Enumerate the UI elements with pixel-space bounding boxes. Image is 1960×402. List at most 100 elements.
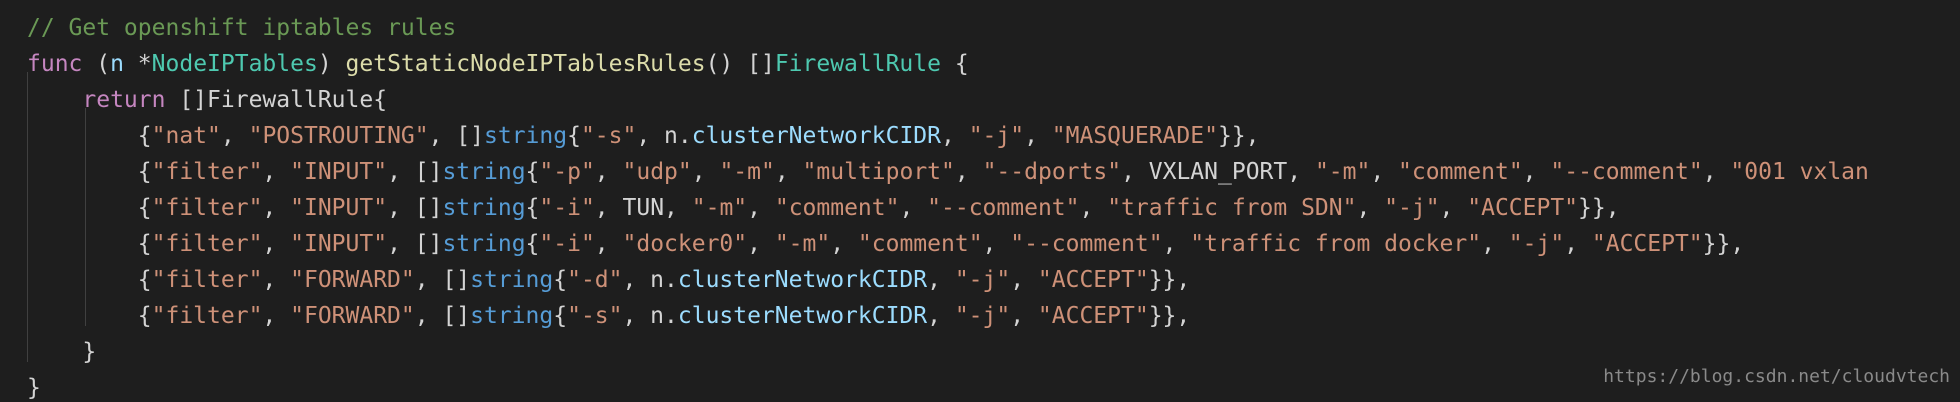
token-string: "-j" [1508,231,1565,257]
token-type: FirewallRule [774,51,941,77]
token-var: clusterNetworkCIDR [677,267,928,293]
token-punct: , [] [387,195,443,221]
token-punct: ( [82,51,111,77]
token-string: "multiport" [802,159,955,185]
token-punct: , [747,231,775,257]
token-punct: , [899,195,928,221]
token-string: "comment" [1398,159,1523,185]
token-string: "-j" [954,303,1011,329]
code-line-6[interactable]: {"filter", "INPUT", []string{"-i", TUN, … [27,190,1620,226]
token-string: "--comment" [1010,231,1163,257]
token-punct: , [262,159,291,185]
indent [27,303,138,329]
token-keyword: func [27,51,83,77]
token-string: "--comment" [927,195,1080,221]
token-string: "-s" [580,123,637,149]
token-string: "MASQUERADE" [1051,123,1218,149]
token-punct: , [1024,123,1052,149]
token-string: "INPUT" [290,231,388,257]
token-type: NodeIPTables [151,51,318,77]
token-punct: () [] [705,51,775,77]
indent [27,123,138,149]
token-punct: , [664,195,692,221]
token-op: * [123,51,152,77]
token-punct: }}, [1578,195,1620,221]
token-punct: , [982,231,1011,257]
code-line-3[interactable]: return []FirewallRule{ [27,82,387,118]
token-punct: , [] [428,123,484,149]
code-line-1[interactable]: // Get openshift iptables rules [27,10,456,46]
token-punct: }}, [1148,303,1191,329]
token-punct: , [] [387,159,443,185]
token-punct: } [82,339,97,365]
token-string: "-m" [774,231,831,257]
token-punct: , [262,231,291,257]
token-punct: }}, [1148,267,1191,293]
token-punct: { [567,123,581,149]
code-line-11[interactable]: } [27,370,41,402]
token-punct: , [262,303,291,329]
token-string: "filter" [151,267,263,293]
token-punct: , [] [387,231,443,257]
token-ident: TUN [622,195,665,221]
token-builtin: string [442,231,526,257]
token-punct: , [1702,159,1731,185]
token-string: "ACCEPT" [1037,303,1149,329]
token-builtin: string [470,303,554,329]
token-punct: , [1439,195,1468,221]
token-punct: , [594,231,623,257]
token-string: "-m" [1314,159,1371,185]
token-ident: VXLAN_PORT [1148,159,1288,185]
token-builtin: string [470,267,554,293]
token-builtin: string [484,123,568,149]
code-line-5[interactable]: {"filter", "INPUT", []string{"-p", "udp"… [27,154,1869,190]
token-string: "-p" [539,159,595,185]
token-punct: { [137,231,152,257]
token-string: "INPUT" [290,159,388,185]
code-line-8[interactable]: {"filter", "FORWARD", []string{"-d", n.c… [27,262,1190,298]
token-punct: } [27,375,41,401]
token-string: "ACCEPT" [1467,195,1579,221]
token-punct: { [525,195,540,221]
token-string: "comment" [857,231,983,257]
token-punct: , [1079,195,1108,221]
token-punct: { [137,123,152,149]
token-punct: , [691,159,720,185]
token-var: n [110,51,124,77]
code-line-7[interactable]: {"filter", "INPUT", []string{"-i", "dock… [27,226,1744,262]
token-string: "INPUT" [290,195,388,221]
token-punct: , [1564,231,1592,257]
token-punct: , [1010,303,1038,329]
token-string: "nat" [151,123,221,149]
token-comment: // Get openshift iptables rules [27,15,457,41]
indent-guide-2 [85,108,86,326]
token-punct: , [262,267,291,293]
token-string: "ACCEPT" [1037,267,1149,293]
token-punct: { [553,267,568,293]
code-line-2[interactable]: func (n *NodeIPTables) getStaticNodeIPTa… [27,46,969,82]
watermark-text: https://blog.csdn.net/cloudvtech [1603,366,1950,387]
token-punct: { [525,231,540,257]
indent [27,195,138,221]
token-string: "filter" [151,159,263,185]
code-line-9[interactable]: {"filter", "FORWARD", []string{"-s", n.c… [27,298,1190,334]
token-punct: , [1287,159,1315,185]
indent [27,267,138,293]
code-line-10[interactable]: } [27,334,96,370]
token-punct: , [] [414,267,471,293]
token-punct: }}, [1702,231,1745,257]
token-punct: , [1121,159,1149,185]
token-string: "-j" [1384,195,1440,221]
token-var: clusterNetworkCIDR [691,123,941,149]
token-builtin: string [442,159,526,185]
token-punct: { [137,267,152,293]
token-string: "-j" [968,123,1025,149]
token-punct: , [1010,267,1038,293]
token-punct: { [137,195,152,221]
code-line-4[interactable]: {"nat", "POSTROUTING", []string{"-s", n.… [27,118,1260,154]
token-punct: , n. [622,303,678,329]
token-punct: , [1370,159,1399,185]
token-var: clusterNetworkCIDR [677,303,928,329]
token-string: "-m" [719,159,775,185]
